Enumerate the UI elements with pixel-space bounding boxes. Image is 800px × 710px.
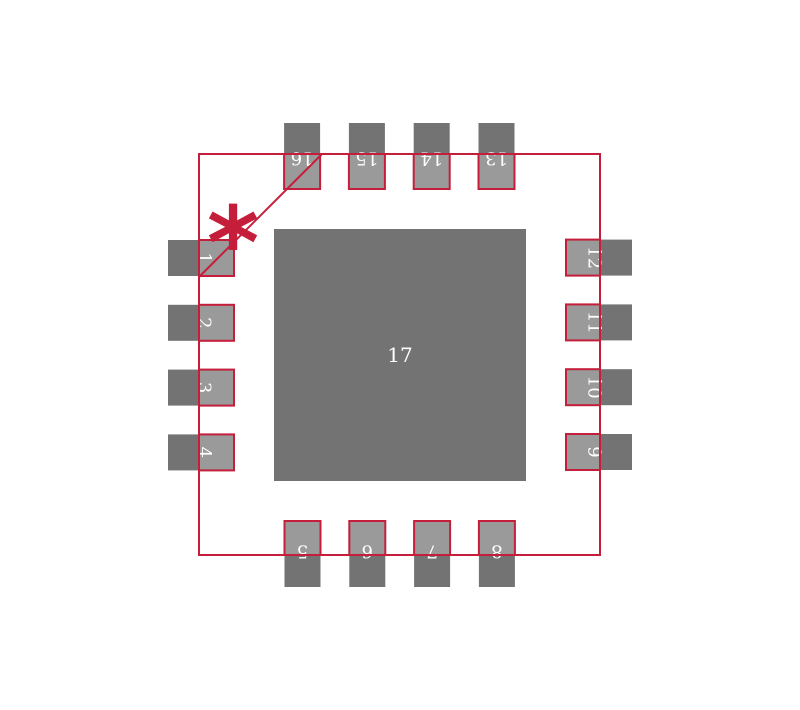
- center-pad: [274, 229, 526, 481]
- pin-label: 5: [297, 541, 308, 562]
- pad-left-3: 3: [168, 368, 235, 407]
- pad-left-2: 2: [168, 303, 235, 342]
- pin-label: 6: [362, 541, 373, 562]
- pad-top-1: 13: [477, 123, 516, 190]
- pad-overlap: [199, 304, 234, 341]
- pad-overlap: [566, 304, 600, 341]
- pin-label: 10: [584, 376, 605, 399]
- pin1-chamfer-line: [198, 153, 323, 278]
- pad-top-3: 15: [347, 123, 386, 190]
- pad-overlap: [199, 434, 234, 471]
- pad-left-1: 1: [168, 239, 235, 277]
- pin-label: 16: [291, 148, 314, 169]
- center-pad-label: 17: [387, 343, 412, 367]
- pin-label: 14: [420, 148, 443, 169]
- pad-top-2: 14: [412, 123, 451, 190]
- pad-overlap: [348, 154, 385, 189]
- pad-overlap: [478, 521, 515, 555]
- pin-label: 11: [584, 311, 605, 334]
- pin-label: 2: [194, 317, 215, 328]
- pad-overlap: [413, 154, 450, 189]
- pin-label: 7: [426, 541, 437, 562]
- pin-label: 8: [491, 541, 502, 562]
- pin1-asterisk-icon: *: [207, 185, 259, 302]
- package-outline: [198, 153, 601, 556]
- pad-overlap: [566, 434, 600, 470]
- pin-label: 1: [194, 252, 215, 263]
- pin-label: 12: [584, 246, 605, 269]
- pad-overlap: [566, 239, 600, 276]
- pad-overlap: [478, 154, 515, 189]
- pad-overlap: [284, 521, 321, 555]
- pin-label: 3: [194, 382, 215, 393]
- pin-label: 13: [485, 148, 508, 169]
- pad-overlap: [349, 521, 386, 555]
- pad-overlap: [414, 521, 451, 555]
- pad-top-4: 16: [283, 123, 322, 190]
- pad-left-4: 4: [168, 433, 235, 472]
- pin-label: 15: [355, 148, 378, 169]
- pad-overlap: [199, 369, 234, 406]
- pin-label: 4: [194, 447, 215, 458]
- pad-overlap: [284, 154, 321, 189]
- pad-overlap: [566, 369, 600, 406]
- pin-label: 9: [584, 446, 605, 457]
